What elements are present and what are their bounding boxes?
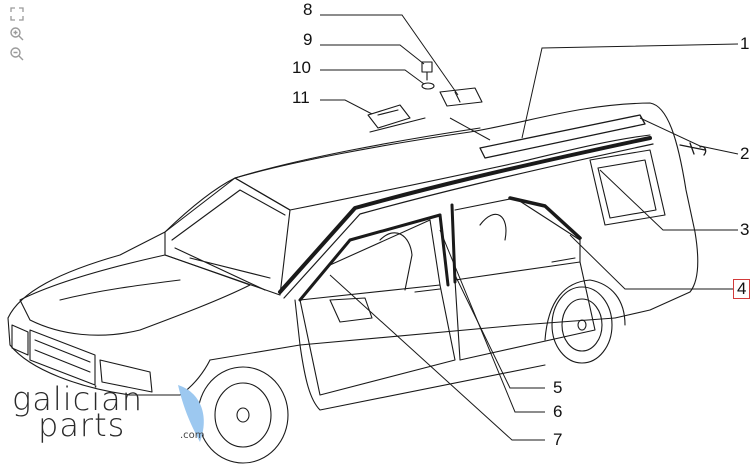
leader-1 xyxy=(521,43,739,139)
front-door xyxy=(299,284,456,396)
leader-11 xyxy=(320,99,373,115)
callout-2: 2 xyxy=(740,144,750,163)
leader-5 xyxy=(454,274,545,389)
callout-9: 9 xyxy=(303,30,313,49)
leader-10 xyxy=(320,69,425,85)
logo-swoosh xyxy=(178,385,204,442)
galicianparts-logo: galician parts .com xyxy=(12,380,212,450)
rear-door-seal xyxy=(508,196,582,240)
front-bumper xyxy=(7,317,211,396)
zoom-in-icon[interactable] xyxy=(7,26,27,44)
rear-wheel xyxy=(551,286,613,364)
callout-11: 11 xyxy=(292,88,310,107)
front-door-seal xyxy=(298,213,442,302)
part-10-washer xyxy=(421,82,435,90)
logo-text-line2: parts xyxy=(38,406,126,444)
callout-7: 7 xyxy=(553,430,563,449)
part-2-screw xyxy=(679,142,707,156)
rear-door xyxy=(454,261,596,361)
logo-domain-suffix: .com xyxy=(180,430,205,441)
headlight xyxy=(99,359,153,393)
callout-6: 6 xyxy=(553,402,563,421)
part-11-bracket xyxy=(367,104,411,129)
roof-seal xyxy=(278,136,652,294)
grille xyxy=(29,329,96,386)
leader-2 xyxy=(639,117,739,155)
part-9-screw xyxy=(421,61,433,81)
side-lower xyxy=(209,317,616,361)
callout-3: 3 xyxy=(740,220,750,239)
leader-6 xyxy=(439,229,545,413)
rear-quarter-window xyxy=(589,149,666,226)
leader-3 xyxy=(599,169,738,231)
leader-7 xyxy=(329,274,545,441)
wiper xyxy=(174,247,271,291)
car-body-outline xyxy=(7,102,699,319)
callout-1: 1 xyxy=(740,34,750,53)
callout-5: 5 xyxy=(553,378,563,397)
fit-page-icon[interactable] xyxy=(7,6,27,24)
callout-10: 10 xyxy=(292,58,311,77)
leader-8 xyxy=(320,14,459,96)
callout-4[interactable]: 4 xyxy=(733,279,751,299)
mirror xyxy=(329,297,373,323)
zoom-out-icon[interactable] xyxy=(7,46,27,64)
roof-strip xyxy=(479,114,646,159)
leader-9 xyxy=(320,44,425,65)
b-pillar-seal xyxy=(438,203,457,287)
part-8-clip xyxy=(439,87,483,107)
callout-8: 8 xyxy=(303,0,313,19)
logo-text-line1: galician xyxy=(12,380,143,418)
roof-outline xyxy=(234,134,651,211)
windshield xyxy=(164,177,291,296)
hood-outline xyxy=(19,254,251,336)
leader-4 xyxy=(569,234,733,290)
